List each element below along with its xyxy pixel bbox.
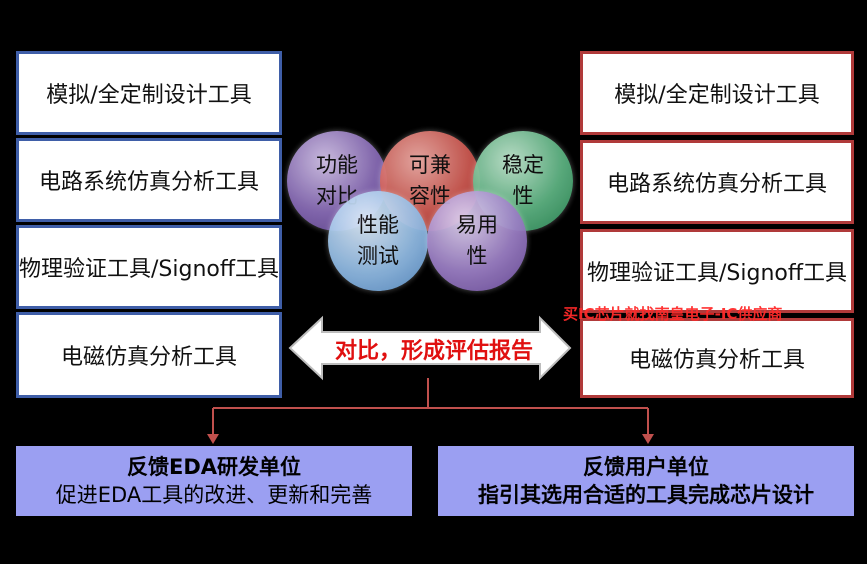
connector-right-arrowhead <box>642 434 654 444</box>
right-tool-physical-verify: 物理验证工具/Signoff工具 <box>580 229 854 313</box>
left-tool-circuit-sim: 电路系统仿真分析工具 <box>16 138 282 222</box>
feedback-user-unit: 反馈用户单位 指引其选用合适的工具完成芯片设计 <box>438 446 854 516</box>
feedback-eda-developer: 反馈EDA研发单位 促进EDA工具的改进、更新和完善 <box>16 446 412 516</box>
connector-left-arrowhead <box>207 434 219 444</box>
compare-report-label: 对比，形成评估报告 <box>334 339 533 364</box>
left-tool-analog: 模拟/全定制设计工具 <box>16 51 282 135</box>
watermark: 买IC芯片就找南皇电子-IC供应商 <box>563 305 783 323</box>
feedback-user-subtitle: 指引其选用合适的工具完成芯片设计 <box>478 483 814 507</box>
right-tool-analog: 模拟/全定制设计工具 <box>580 51 854 135</box>
left-tool-em-sim: 电磁仿真分析工具 <box>16 312 282 398</box>
criterion-performance: 性能 测试 <box>328 191 428 291</box>
right-tool-circuit-sim: 电路系统仿真分析工具 <box>580 140 854 224</box>
double-arrow <box>288 315 572 381</box>
left-tool-physical-verify: 物理验证工具/Signoff工具 <box>16 225 282 309</box>
feedback-user-title: 反馈用户单位 <box>583 455 709 479</box>
feedback-dev-title: 反馈EDA研发单位 <box>126 455 302 479</box>
feedback-dev-subtitle: 促进EDA工具的改进、更新和完善 <box>55 483 373 507</box>
right-tool-em-sim: 电磁仿真分析工具 <box>580 318 854 398</box>
criterion-usability: 易用 性 <box>427 191 527 291</box>
